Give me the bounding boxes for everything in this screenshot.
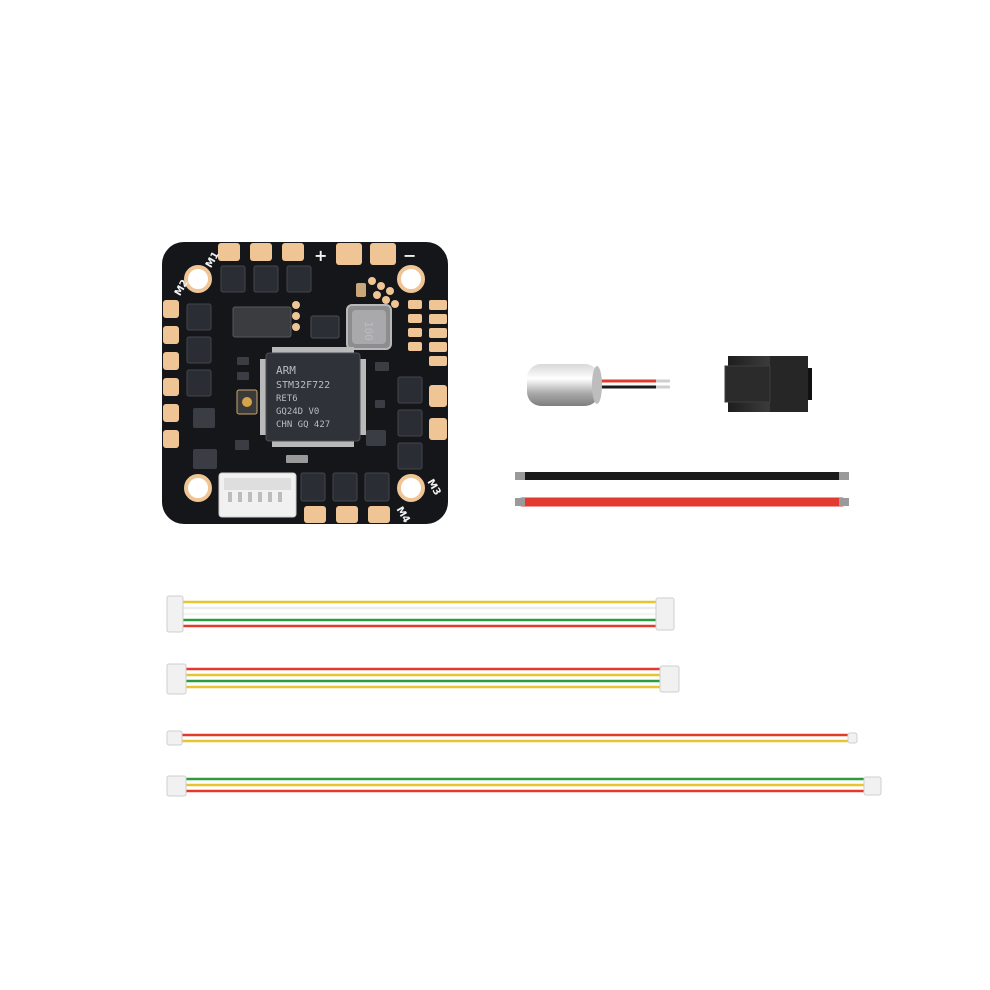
driver-chip bbox=[232, 306, 292, 338]
boot-button bbox=[236, 389, 258, 415]
mcu-marking-1: ARM bbox=[276, 364, 296, 377]
board-jst-connector bbox=[218, 472, 297, 518]
label-minus: − bbox=[403, 246, 416, 265]
regulator-chip bbox=[310, 315, 340, 339]
jst-cable-1 bbox=[166, 595, 675, 633]
jst-cable-2 bbox=[166, 663, 680, 695]
xt60-connector bbox=[724, 356, 812, 412]
black-power-wire bbox=[515, 472, 849, 480]
mcu-marking-2: STM32F722 bbox=[276, 380, 330, 391]
jst-cable-4 bbox=[166, 775, 882, 797]
mcu-marking-4: GQ24D V0 bbox=[276, 407, 319, 417]
top-edge-pads bbox=[218, 243, 396, 265]
passive-components bbox=[193, 357, 389, 469]
power-inductor: 100 bbox=[346, 304, 392, 350]
mcu-marking-5: CHN GQ 427 bbox=[276, 420, 330, 430]
mosfet-array bbox=[186, 265, 423, 502]
label-plus: + bbox=[314, 246, 327, 265]
electrolytic-capacitor bbox=[527, 364, 670, 406]
right-edge-pads bbox=[408, 300, 447, 440]
solder-pad-cluster bbox=[292, 277, 399, 331]
mounting-holes bbox=[184, 265, 425, 502]
red-power-wire bbox=[515, 497, 849, 507]
left-edge-pads bbox=[163, 300, 179, 448]
jst-cable-3 bbox=[166, 730, 858, 746]
bottom-edge-pads bbox=[304, 506, 390, 523]
flight-controller-board: 100 ARM STM32F722 RET6 GQ24D V0 CHN GQ 4… bbox=[162, 242, 448, 525]
mcu-marking-3: RET6 bbox=[276, 394, 298, 404]
svg-text:100: 100 bbox=[362, 321, 375, 341]
mcu-chip: ARM STM32F722 RET6 GQ24D V0 CHN GQ 427 bbox=[260, 347, 366, 447]
onboard-capacitor bbox=[356, 283, 366, 297]
